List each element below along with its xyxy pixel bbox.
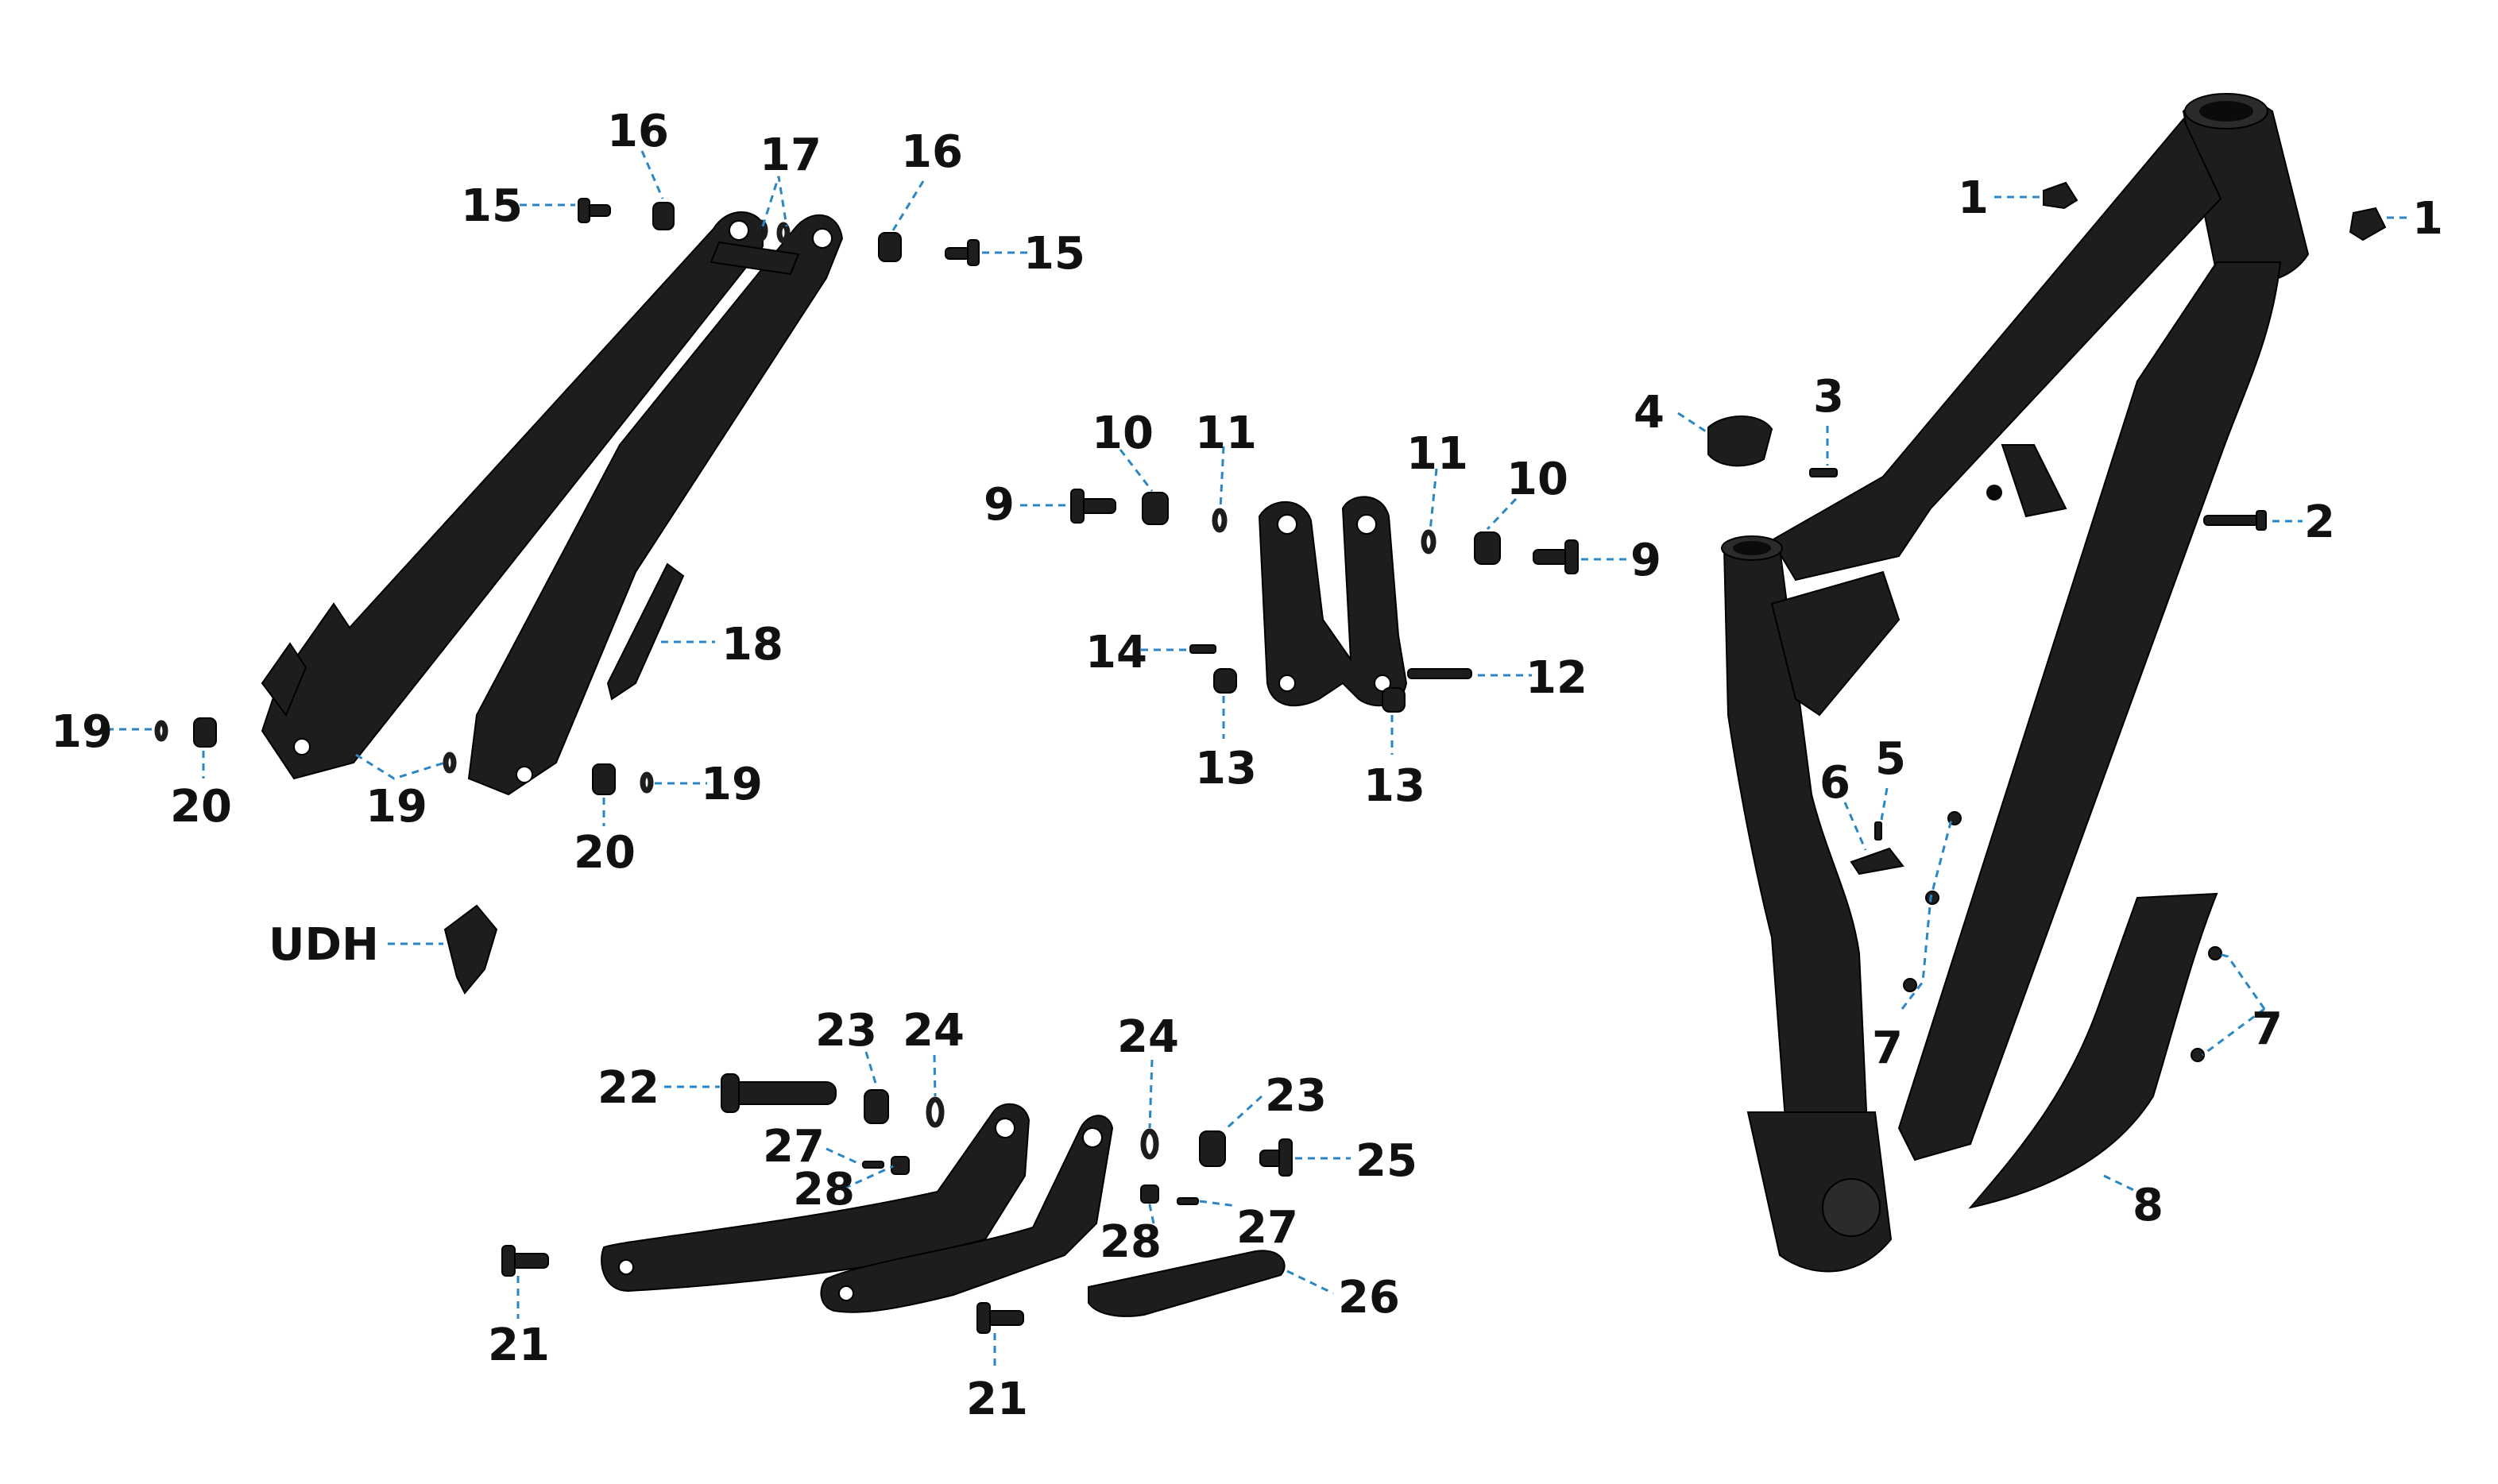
callout-24-right: 24 — [1117, 1011, 1179, 1063]
callout-23-left: 23 — [815, 1005, 877, 1057]
callout-9-left: 9 — [984, 479, 1015, 531]
bolt-15-left — [578, 198, 611, 223]
washer-24-left — [926, 1096, 945, 1128]
bolt-25 — [1259, 1138, 1293, 1177]
bolt-9-left — [1070, 489, 1116, 524]
callout-27-left: 27 — [763, 1121, 825, 1173]
callout-7-guard: 7 — [2252, 1003, 2283, 1055]
callout-8: 8 — [2133, 1180, 2164, 1231]
washer-19-a — [154, 720, 168, 742]
washers-17 — [754, 219, 791, 244]
callout-5: 5 — [1875, 733, 1906, 785]
washer-16-right — [878, 232, 902, 262]
washer-11-left — [1212, 508, 1228, 533]
chainstays — [601, 1103, 1114, 1313]
bearing-10-right — [1474, 531, 1501, 565]
chainstay-guard-26 — [1088, 1250, 1286, 1317]
callout-11-right: 11 — [1406, 428, 1468, 480]
nut-28-left — [891, 1156, 910, 1175]
seat-clamp — [1707, 415, 1773, 467]
axle-12 — [1407, 668, 1472, 679]
callout-13-right: 13 — [1363, 760, 1425, 812]
cable-guide-6 — [1850, 847, 1904, 875]
callout-19-middle: 19 — [365, 781, 427, 833]
bearing-20-right — [592, 763, 616, 795]
axle-22 — [721, 1073, 837, 1113]
washer-11-right — [1421, 529, 1437, 555]
callout-4: 4 — [1634, 387, 1665, 439]
cable-port-right — [2349, 207, 2387, 242]
chainstay-protector — [606, 562, 685, 701]
bolt-21-left — [501, 1245, 549, 1277]
callout-20-right: 20 — [574, 827, 636, 879]
callout-1-right: 1 — [2412, 193, 2443, 245]
callout-16-left: 16 — [607, 106, 669, 157]
callout-23-right: 23 — [1265, 1070, 1327, 1122]
callout-20-left: 20 — [170, 781, 232, 833]
cable-port-left — [2043, 181, 2078, 210]
callout-15-left: 15 — [461, 180, 523, 232]
callout-1-left: 1 — [1958, 172, 1989, 224]
downtube-guard — [1968, 892, 2218, 1209]
bearing-10-left — [1142, 492, 1169, 525]
rocker-link — [1258, 496, 1408, 707]
callout-13-left: 13 — [1195, 743, 1257, 794]
callout-22: 22 — [597, 1062, 659, 1114]
screw-14 — [1189, 644, 1216, 654]
callout-21-right: 21 — [966, 1374, 1028, 1425]
washer-19-d — [640, 771, 654, 794]
bolt-9-right — [1533, 539, 1579, 574]
callout-3: 3 — [1813, 371, 1844, 423]
callout-19-left: 19 — [51, 706, 113, 758]
udh-hanger — [443, 904, 498, 995]
callout-21-left: 21 — [488, 1320, 550, 1371]
washer-16-left — [652, 202, 675, 230]
callout-2: 2 — [2304, 497, 2335, 548]
callout-12: 12 — [1525, 652, 1587, 704]
screws-7-frame — [1903, 811, 2222, 1062]
main-frame — [1721, 93, 2310, 1273]
callout-9-right: 9 — [1630, 535, 1661, 586]
bolt-15-right — [945, 239, 980, 266]
screw-5 — [1874, 821, 1882, 841]
callout-6: 6 — [1819, 757, 1850, 809]
callout-27-right: 27 — [1236, 1202, 1298, 1254]
bearing-23-right — [1199, 1130, 1226, 1167]
callout-18: 18 — [721, 619, 783, 671]
leader-lines — [106, 150, 2411, 1371]
bushing-13-right — [1382, 687, 1406, 713]
callout-26: 26 — [1338, 1272, 1400, 1324]
callout-24-left: 24 — [903, 1005, 965, 1057]
bearing-20-left — [193, 717, 217, 748]
callout-udh: UDH — [269, 919, 379, 971]
bushing-13-left — [1213, 668, 1237, 694]
callout-16-right: 16 — [901, 126, 963, 178]
callout-25: 25 — [1355, 1135, 1417, 1187]
callout-10-left: 10 — [1092, 408, 1154, 459]
callout-19-right: 19 — [701, 759, 763, 810]
callout-labels: 1 1 2 3 4 5 6 7 7 8 9 9 10 10 11 11 12 1… — [51, 106, 2443, 1425]
nut-28-right — [1140, 1184, 1159, 1204]
washer-19-b — [344, 740, 358, 762]
pivot-bolt-2 — [2203, 510, 2267, 531]
callout-14: 14 — [1085, 627, 1147, 678]
washer-19-c — [443, 752, 457, 774]
callout-28-left: 28 — [793, 1164, 855, 1215]
screw-27-left — [862, 1161, 884, 1169]
callout-11-left: 11 — [1195, 408, 1257, 459]
callout-15-right: 15 — [1023, 228, 1085, 280]
seat-clamp-bolt — [1809, 468, 1838, 477]
washer-24-right — [1140, 1128, 1159, 1160]
bearing-23-left — [864, 1089, 889, 1124]
callout-7-frame: 7 — [1872, 1022, 1903, 1074]
seat-stays — [261, 211, 844, 796]
callout-10-right: 10 — [1506, 454, 1568, 505]
callout-17: 17 — [760, 129, 822, 181]
bolt-21-right — [976, 1302, 1024, 1334]
callout-28-right: 28 — [1100, 1216, 1162, 1268]
screw-27-right — [1177, 1197, 1199, 1205]
